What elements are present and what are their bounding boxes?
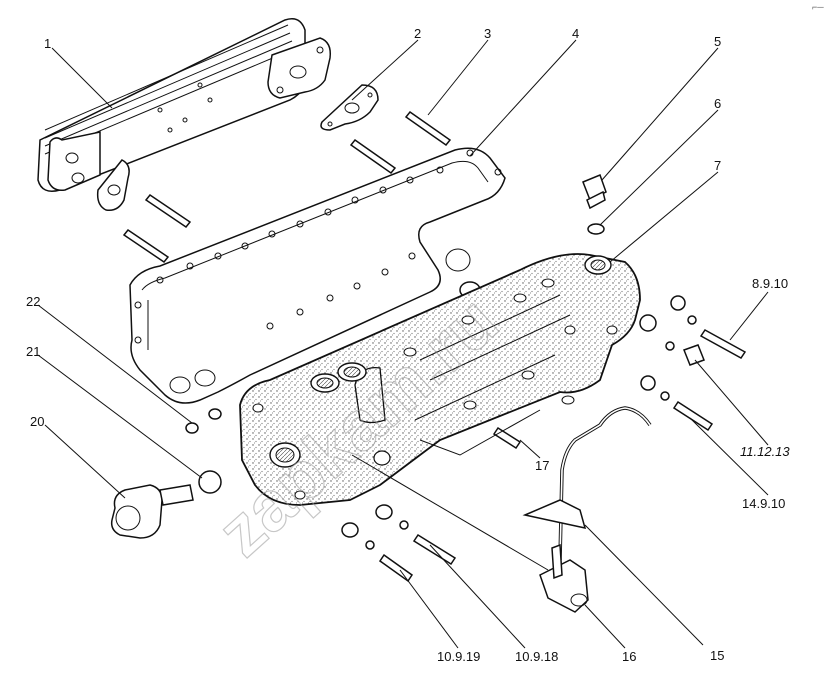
lower-fasteners xyxy=(341,504,457,583)
flange-gasket-left xyxy=(96,159,130,212)
part-2-flange-gasket xyxy=(320,84,379,131)
part-17-bracket-lines xyxy=(419,409,541,456)
label-11-12-13: 11.12.13 xyxy=(740,444,790,459)
part-21-seal-ring xyxy=(198,470,222,494)
part-16-fitting xyxy=(539,543,589,613)
part-4-housing-gasket xyxy=(129,147,506,404)
label-15: 15 xyxy=(710,648,724,663)
corner-mark: ⌐─ xyxy=(812,2,824,12)
part-22-ring-a xyxy=(185,422,199,434)
part-15-oil-tube xyxy=(522,406,652,561)
label-5: 5 xyxy=(714,34,721,49)
label-7: 7 xyxy=(714,158,721,173)
label-1: 1 xyxy=(44,36,51,51)
studs xyxy=(122,110,452,264)
label-20: 20 xyxy=(30,414,44,429)
label-6: 6 xyxy=(714,96,721,111)
label-17: 17 xyxy=(535,458,549,473)
label-10-9-19: 10.9.19 xyxy=(437,649,480,664)
label-14-9-10: 14.9.10 xyxy=(742,496,785,511)
part-17-bolt xyxy=(492,426,522,450)
part-22-ring-b xyxy=(208,408,222,420)
leader-lines xyxy=(37,39,769,649)
part-1-oil-cooler-core xyxy=(37,18,332,192)
label-2: 2 xyxy=(414,26,421,41)
part-20-drain-plug xyxy=(110,484,194,539)
label-8-9-10: 8.9.10 xyxy=(752,276,788,291)
part-6-seal-ring xyxy=(587,223,605,235)
label-21: 21 xyxy=(26,344,40,359)
label-3: 3 xyxy=(484,26,491,41)
label-16: 16 xyxy=(622,649,636,664)
callout-labels: 1 2 3 4 5 6 7 8.9.10 11.12.13 14.9.10 15… xyxy=(26,26,790,664)
right-side-fasteners xyxy=(639,295,747,432)
oil-filter-housing-casting xyxy=(239,253,641,506)
label-22: 22 xyxy=(26,294,40,309)
label-10-9-18: 10.9.18 xyxy=(515,649,558,664)
part-5-plug xyxy=(582,174,607,210)
label-4: 4 xyxy=(572,26,579,41)
